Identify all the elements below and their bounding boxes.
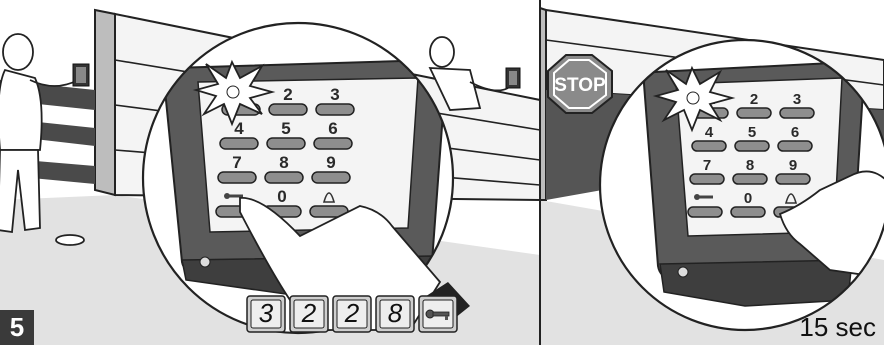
keypad-key-label: 0 [277, 187, 286, 206]
keypad-key-button[interactable] [731, 207, 765, 217]
stop-sign-label: STOP [554, 75, 606, 96]
code-digit-box: 8 [376, 296, 414, 332]
keypad-key-button[interactable] [733, 174, 767, 184]
code-digit: 2 [344, 298, 360, 328]
keypad-key-button[interactable] [735, 141, 769, 151]
code-digit: 3 [259, 298, 274, 328]
keypad-key-button[interactable] [314, 138, 352, 149]
code-digit-box: 2 [333, 296, 371, 332]
keypad-key-button[interactable] [220, 138, 258, 149]
keypad-key-button[interactable] [316, 104, 354, 115]
keypad-key-button[interactable] [737, 108, 771, 118]
keypad-key-button[interactable] [780, 108, 814, 118]
keypad-key-label: 4 [234, 119, 244, 138]
keypad-key-label: 6 [328, 119, 337, 138]
keypad-key-label: 2 [750, 91, 758, 108]
keypad-key-label: 0 [744, 190, 752, 207]
code-digit: 2 [301, 298, 317, 328]
code-digit: 8 [388, 298, 403, 328]
keypad-key-label: 8 [746, 157, 754, 174]
keypad-key-label: 5 [281, 119, 290, 138]
keypad-key-button[interactable] [778, 141, 812, 151]
keypad-key-button[interactable] [265, 172, 303, 183]
keypad-key-label: 4 [705, 124, 714, 141]
keypad-key-label: 8 [279, 153, 288, 172]
code-digit-box: 2 [290, 296, 328, 332]
keypad-key-label: 7 [232, 153, 241, 172]
keypad-key-button[interactable] [269, 104, 307, 115]
wall-keypad-small-right [506, 68, 520, 88]
keypad-key-label: 5 [748, 124, 756, 141]
keypad-key-label: 6 [791, 124, 799, 141]
code-sequence: 3 2 2 8 [247, 296, 457, 332]
keypad-key-label: 2 [283, 85, 292, 104]
code-digit-box: 3 [247, 296, 285, 332]
keypad-key-button[interactable] [312, 172, 350, 183]
keypad-key-button[interactable] [776, 174, 810, 184]
keypad-key-label: 9 [789, 157, 797, 174]
wall-keypad-small-left [73, 64, 89, 86]
keypad-key-button[interactable] [267, 138, 305, 149]
keypad-key-button[interactable] [688, 207, 722, 217]
duration-label: 15 sec [799, 312, 876, 342]
magnifier-right: 1234567890 [600, 40, 884, 330]
magnifier-left: 1234567890 [143, 23, 470, 333]
keypad-key-label: 3 [793, 91, 801, 108]
keypad-key-label: 7 [703, 157, 711, 174]
keypad-key-label: 9 [326, 153, 335, 172]
keypad-key-button[interactable] [692, 141, 726, 151]
key-icon-box [419, 296, 457, 332]
keypad-key-button[interactable] [218, 172, 256, 183]
keypad-key-label: 3 [330, 85, 339, 104]
step-number-badge: 5 [0, 310, 34, 345]
stop-sign: STOP [548, 55, 612, 113]
keypad-key-button[interactable] [690, 174, 724, 184]
